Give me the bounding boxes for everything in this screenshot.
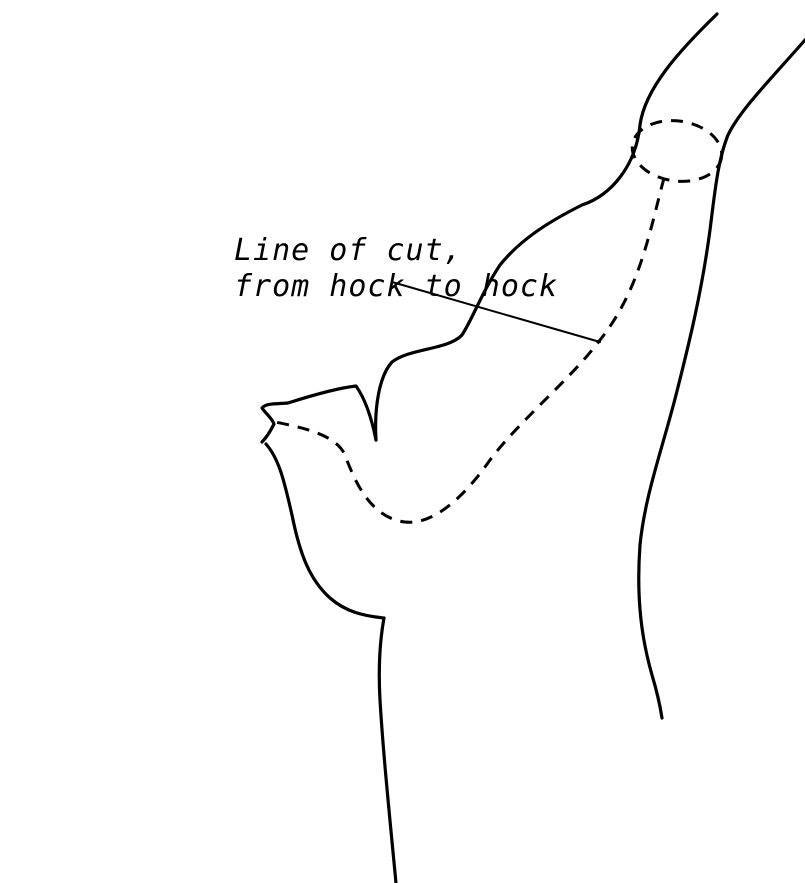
- lower-body-outline: [266, 444, 396, 883]
- cut-label-line-1: Line of cut,: [234, 233, 463, 268]
- hock-cut-ellipse: [628, 115, 725, 187]
- cut-label-line-2: from hock to hock: [234, 269, 558, 304]
- upper-leg-outline: [376, 14, 717, 440]
- line-of-cut-dashed: [275, 178, 664, 522]
- front-outline: [639, 40, 805, 718]
